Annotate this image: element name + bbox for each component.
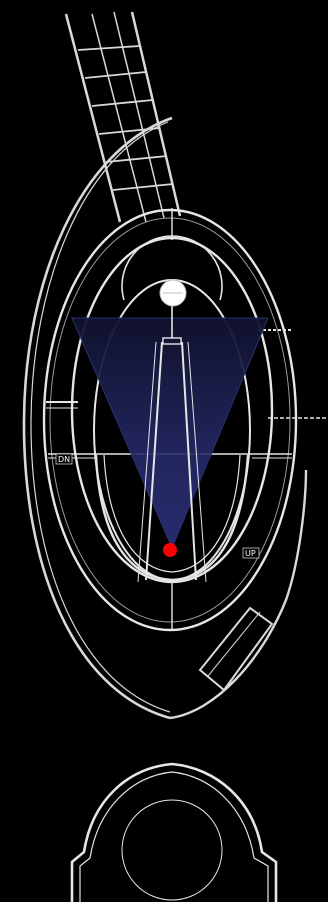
position-marker-icon (163, 543, 177, 557)
light-fixture-icon (159, 279, 187, 307)
upper-round-room (121, 235, 223, 301)
stair-label-up: UP (242, 547, 260, 559)
stair-label-down-text: DN (58, 455, 70, 464)
lower-round-room (70, 762, 278, 902)
stair-ladder (64, 11, 182, 223)
central-ramp (137, 300, 207, 583)
middle-wall (42, 208, 298, 632)
outer-wall (22, 116, 308, 720)
stair-label-down: DN (55, 453, 73, 465)
view-cone (71, 317, 269, 550)
stair-label-up-text: UP (245, 549, 256, 558)
